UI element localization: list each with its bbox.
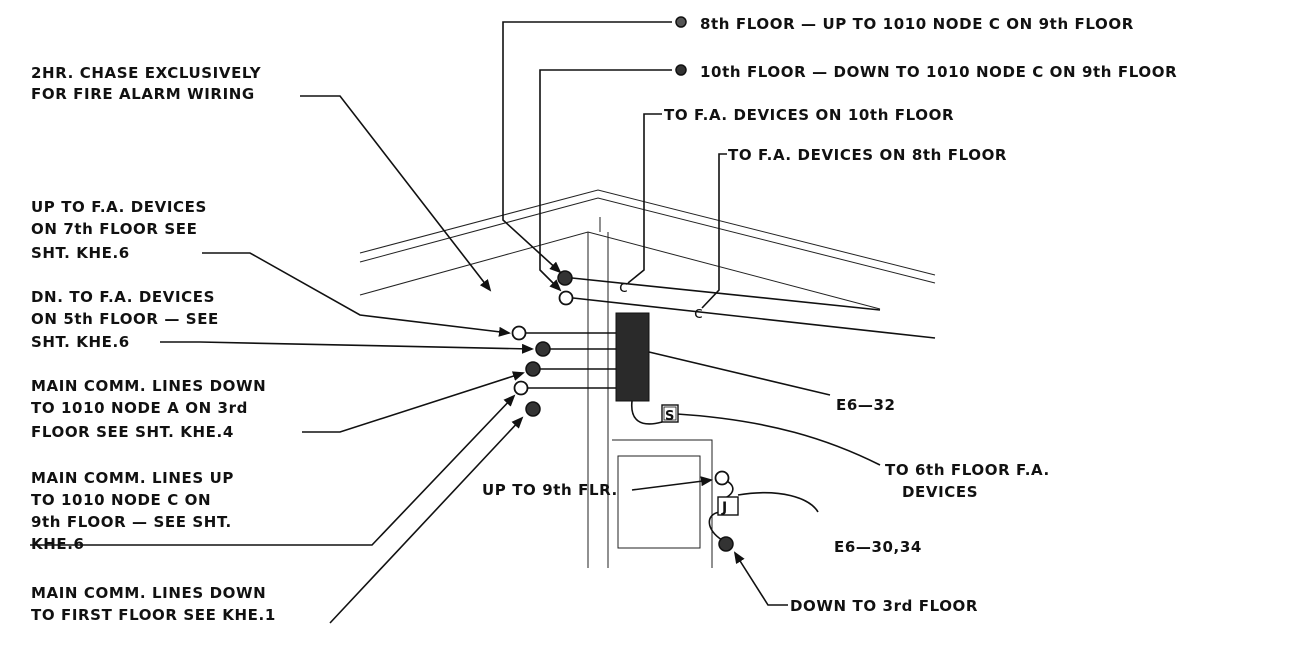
fire-alarm-panel (615, 312, 650, 402)
label-first-line2: TO FIRST FLOOR SEE KHE.1 (31, 606, 276, 624)
label-mainC-line2: TO 1010 NODE C ON (31, 491, 211, 509)
label-dn5-line1: DN. TO F.A. DEVICES (31, 288, 215, 306)
conductor-8th-open (558, 290, 574, 306)
conductor-first-filled (525, 401, 541, 417)
s-box-label: S (665, 409, 675, 424)
leader-lines (30, 21, 788, 624)
label-to-fa-8th: TO F.A. DEVICES ON 8th FLOOR (728, 146, 1007, 164)
conductor-group (511, 270, 574, 417)
j-box-label: J (721, 500, 728, 516)
s-device-box: S (661, 404, 679, 424)
label-mainA-line2: TO 1010 NODE A ON 3rd (31, 399, 248, 417)
label-mainC-line4: KHE.6 (31, 535, 85, 553)
wall-outline (359, 189, 936, 568)
label-chase-line2: FOR FIRE ALARM WIRING (31, 85, 255, 103)
label-mainA-line1: MAIN COMM. LINES DOWN (31, 377, 266, 395)
conductor-down3-filled (718, 536, 734, 552)
label-mainC-line1: MAIN COMM. LINES UP (31, 469, 234, 487)
label-first-line1: MAIN COMM. LINES DOWN (31, 584, 266, 602)
conduit-mark-8th: c (694, 303, 703, 322)
conduit-mark-10th: c (619, 277, 628, 296)
label-e6-32: E6—32 (836, 396, 896, 414)
label-up9: UP TO 9th FLR. (482, 481, 618, 499)
label-e6-30-34: E6—30,34 (834, 538, 922, 556)
j-junction-box: J (717, 496, 739, 516)
label-dn5-line3: SHT. KHE.6 (31, 333, 130, 351)
conductor-5th-filled (535, 341, 551, 357)
conductor-nodeC-open (513, 380, 529, 396)
legend-8th-text: 8th FLOOR — UP TO 1010 NODE C ON 9th FLO… (700, 15, 1134, 33)
label-up7-line3: SHT. KHE.6 (31, 244, 130, 262)
label-sixth-line1: TO 6th FLOOR F.A. (885, 461, 1050, 479)
label-dn5-line2: ON 5th FLOOR — SEE (31, 310, 219, 328)
label-to-fa-10th: TO F.A. DEVICES ON 10th FLOOR (664, 106, 954, 124)
label-chase-line1: 2HR. CHASE EXCLUSIVELY (31, 64, 262, 82)
conductor-7th-open (511, 325, 527, 341)
legend-10th-text: 10th FLOOR — DOWN TO 1010 NODE C ON 9th … (700, 63, 1177, 81)
wiring (526, 277, 936, 541)
conductor-10th-filled (557, 270, 573, 286)
labels: 8th FLOOR — UP TO 1010 NODE C ON 9th FLO… (31, 15, 1177, 624)
legend-10th-symbol (675, 64, 687, 76)
label-up7-line2: ON 7th FLOOR SEE (31, 220, 197, 238)
label-down3: DOWN TO 3rd FLOOR (790, 597, 978, 615)
legend-8th-symbol (675, 16, 687, 28)
label-sixth-line2: DEVICES (902, 483, 978, 501)
label-mainC-line3: 9th FLOOR — SEE SHT. (31, 513, 232, 531)
label-mainA-line3: FLOOR SEE SHT. KHE.4 (31, 423, 234, 441)
label-up7-line1: UP TO F.A. DEVICES (31, 198, 207, 216)
conductor-up9-open (714, 470, 730, 486)
conductor-nodeA-filled (525, 361, 541, 377)
